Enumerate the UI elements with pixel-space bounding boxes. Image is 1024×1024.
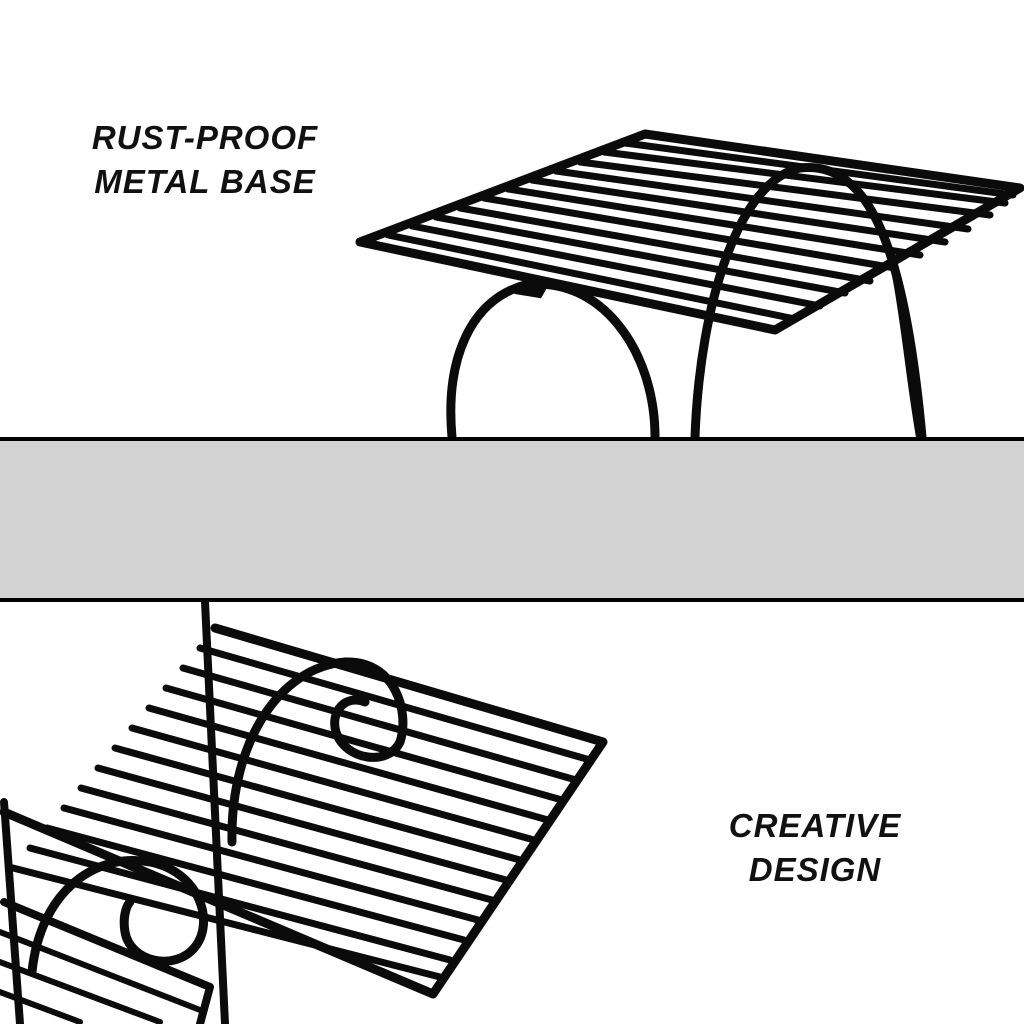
divider-line-bottom (0, 598, 1024, 602)
front-arch-leg (446, 279, 660, 437)
caption-top-line2: METAL BASE (94, 163, 316, 200)
upper-shelf-slats (9, 644, 594, 981)
upper-scroll-curl (227, 657, 408, 847)
upper-shelf-frame (0, 623, 608, 999)
rear-right-leg (891, 266, 924, 437)
caption-bottom-line1: CREATIVE (728, 807, 902, 844)
caption-bottom-line2: DESIGN (748, 851, 882, 888)
divider-line-top (0, 437, 1024, 441)
gray-divider-band (0, 441, 1024, 598)
caption-creative-design: CREATIVE DESIGN (700, 804, 930, 892)
bottom-photo-panel (0, 602, 1024, 1024)
rack-scroll-detail-view (0, 602, 608, 1024)
shelf-frame (355, 129, 1024, 335)
rack-shelf-top-view (355, 129, 1024, 437)
caption-top-line1: RUST-PROOF (91, 119, 319, 156)
lower-scroll-curl (27, 856, 208, 977)
caption-rust-proof: RUST-PROOF METAL BASE (70, 116, 340, 204)
top-photo-panel: RUST-PROOF METAL BASE (0, 0, 1024, 437)
vertical-post-main (201, 602, 229, 1024)
vertical-post-left (0, 798, 24, 1024)
lower-shelf-frame (0, 898, 214, 1024)
weld-joint (514, 278, 553, 299)
shelf-slats (384, 139, 1017, 323)
